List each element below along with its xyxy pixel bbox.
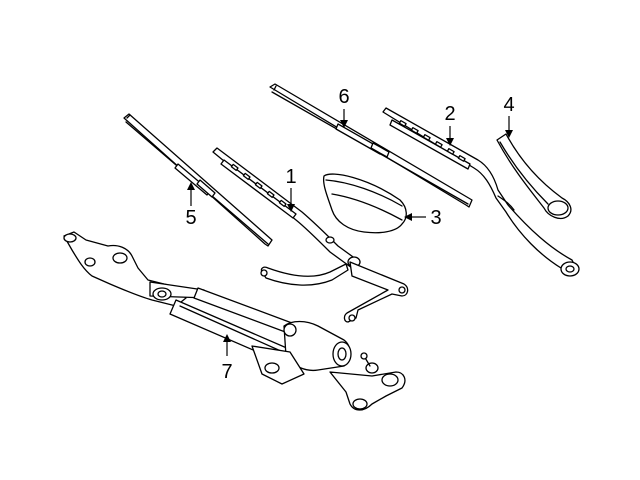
callout-label-7: 7 [221,361,232,383]
wiper-cover-cap [322,173,407,234]
callout-label-5: 5 [185,207,196,229]
arrow-5 [187,182,195,190]
callout-6: 6 [338,86,350,128]
arm-cover [496,133,572,220]
callout-label-6: 6 [338,86,349,108]
arrow-6 [340,120,348,128]
callout-3: 3 [404,207,442,229]
callout-label-2: 2 [444,103,455,125]
arrow-1 [287,204,295,212]
callout-7: 7 [221,334,233,383]
callout-1: 1 [285,166,297,212]
linkage-motor-assembly [63,231,406,411]
callout-2: 2 [444,103,456,146]
callout-4: 4 [503,94,515,138]
wiper-blade-short [123,113,273,247]
arrow-2 [446,138,454,146]
callout-label-3: 3 [430,207,441,229]
arrow-3 [404,213,412,221]
callout-5: 5 [185,182,197,229]
wiper-arm-passenger [212,147,409,323]
wiper-blade-long [269,83,473,208]
arrow-7 [223,334,231,342]
callout-label-1: 1 [285,166,296,188]
wiper-arm-driver [382,107,580,277]
callout-label-4: 4 [503,94,514,116]
arrow-4 [505,130,513,138]
